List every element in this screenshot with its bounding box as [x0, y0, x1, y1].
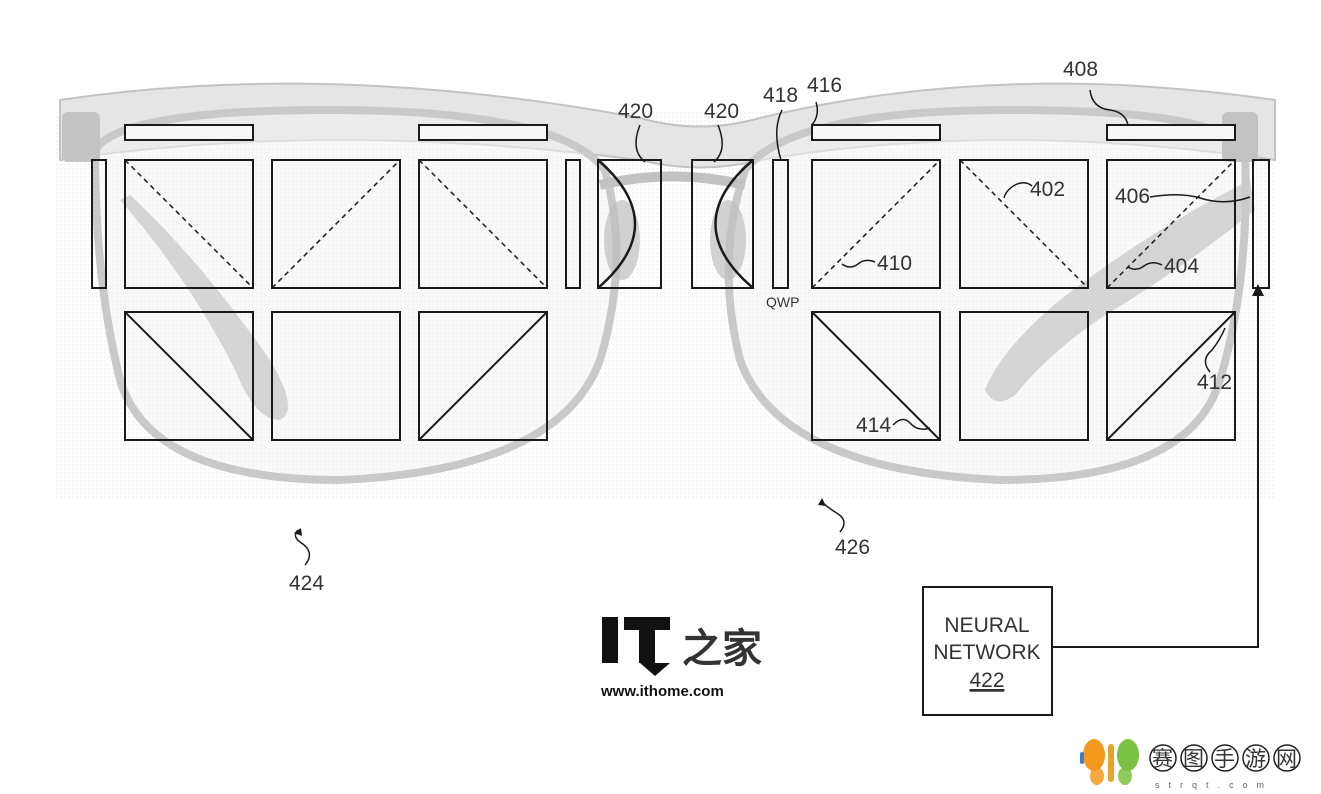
- ref-418: 418: [763, 84, 798, 107]
- reference-labels: 408 416 418 420 420 402 406 410 404 QWP …: [289, 58, 1232, 595]
- site-name-circles: [1149, 744, 1301, 772]
- top-bar-4: [1106, 124, 1236, 141]
- neural-network-box: [922, 586, 1053, 716]
- ref-420-left: 420: [618, 100, 653, 123]
- box-top-5: [959, 159, 1089, 289]
- box-top-2: [271, 159, 401, 289]
- ref-408: 408: [1063, 58, 1098, 81]
- ref-424: 424: [289, 572, 324, 595]
- left-inner-plate: [565, 159, 581, 289]
- ref-416: 416: [807, 74, 842, 97]
- lens-box-right: [691, 159, 754, 289]
- right-side-plate: [1252, 159, 1270, 289]
- box-top-1: [124, 159, 254, 289]
- top-bar-3: [811, 124, 941, 141]
- ref-410: 410: [877, 252, 912, 275]
- ithome-logo-chars: 之家: [682, 626, 762, 672]
- box-top-3: [418, 159, 548, 289]
- box-top-4: [811, 159, 941, 289]
- box-top-6: [1106, 159, 1236, 289]
- lens-curve-right: [714, 159, 754, 289]
- ithome-url: www.ithome.com: [600, 683, 724, 700]
- ref-404: 404: [1164, 255, 1199, 278]
- box-bottom-4: [811, 311, 941, 441]
- ref-414: 414: [856, 414, 891, 437]
- ref-420-right: 420: [704, 100, 739, 123]
- ref-412: 412: [1197, 371, 1232, 394]
- ithome-logo: 之家: [602, 617, 762, 676]
- glasses-background: [55, 82, 1276, 500]
- ithome-watermark: 之家 www.ithome.com: [600, 617, 762, 700]
- site-name-text: 赛图手游网: [1152, 747, 1307, 771]
- top-bar-2: [418, 124, 548, 141]
- top-bar-1: [124, 124, 254, 141]
- lens-box-left: [597, 159, 662, 289]
- butterfly-logo-icon: [1080, 739, 1139, 785]
- box-bottom-3: [418, 311, 548, 441]
- box-bottom-6: [1106, 311, 1236, 441]
- neural-network-label: NEURAL NETWORK 422: [933, 614, 1040, 692]
- box-bottom-5: [959, 311, 1089, 441]
- nn-connector: [1052, 294, 1259, 648]
- nn-line2: NETWORK: [933, 641, 1040, 664]
- ref-406: 406: [1115, 185, 1150, 208]
- box-bottom-1: [124, 311, 254, 441]
- site-sub-text: strqt.com: [1155, 780, 1273, 790]
- ref-402: 402: [1030, 178, 1065, 201]
- nn-arrowhead: [1252, 284, 1264, 296]
- qwp-label: QWP: [766, 294, 799, 310]
- lens-curve-left: [597, 159, 637, 289]
- box-bottom-2: [271, 311, 401, 441]
- nn-line1: NEURAL: [944, 614, 1029, 637]
- schematic: [91, 89, 1270, 716]
- ref-426: 426: [835, 536, 870, 559]
- site-watermark: 赛图手游网 strqt.com: [1080, 739, 1307, 790]
- nn-ref: 422: [969, 669, 1004, 692]
- left-side-plate: [91, 159, 107, 289]
